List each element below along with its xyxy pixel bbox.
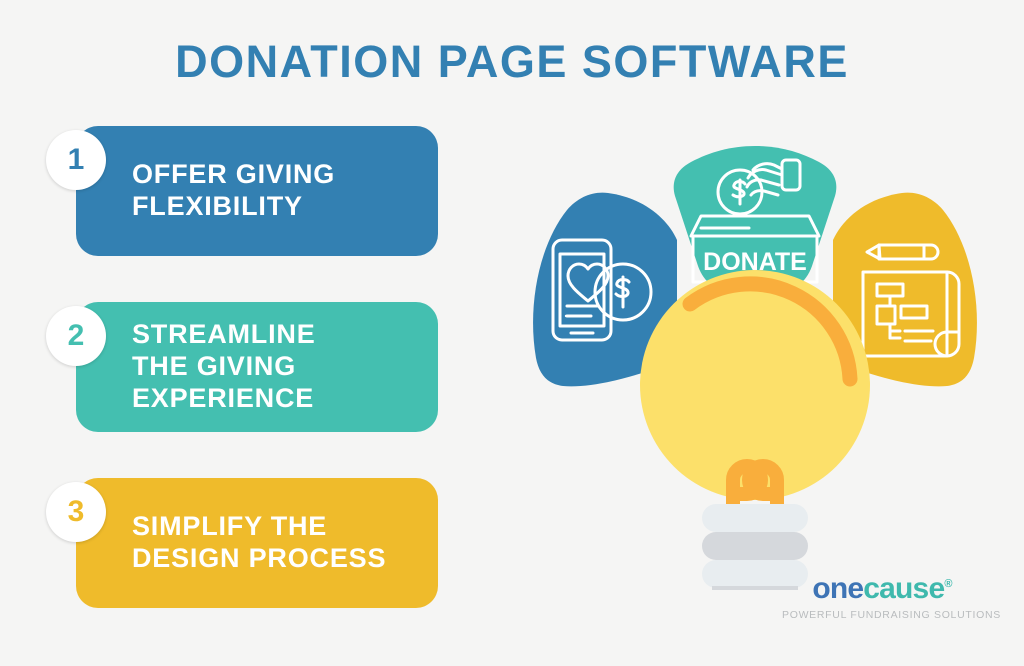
bulb-base-band-1	[702, 504, 808, 532]
step-card-2[interactable]: STREAMLINE THE GIVING EXPERIENCE	[76, 302, 438, 432]
petal-left	[533, 192, 677, 387]
petal-top: DONATE	[673, 146, 837, 292]
bulb-base-cap	[712, 586, 798, 590]
central-illustration: DONATE	[505, 120, 1005, 590]
page-title: DONATION PAGE SOFTWARE	[175, 36, 849, 87]
lightbulb-icon	[640, 270, 870, 590]
step-card-1[interactable]: OFFER GIVING FLEXIBILITY	[76, 126, 438, 256]
bulb-base-band-2	[702, 532, 808, 560]
registered-trademark-icon: ®	[944, 578, 952, 590]
step-number-2: 2	[67, 319, 85, 352]
logo-word-cause: cause	[863, 572, 945, 605]
logo-tagline: POWERFUL FUNDRAISING SOLUTIONS	[782, 609, 1001, 621]
mobile-heart-dollar-icon	[551, 238, 653, 342]
steps-list: OFFER GIVING FLEXIBILITY 1 STREAMLINE TH…	[0, 118, 460, 618]
bulb-base-band-3	[702, 560, 808, 588]
donate-box-icon: DONATE	[689, 158, 821, 284]
blueprint-pencil-icon	[861, 243, 961, 358]
step-badge-1: 1	[46, 130, 106, 190]
step-label-3: SIMPLIFY THE DESIGN PROCESS	[132, 511, 387, 573]
step-card-3[interactable]: SIMPLIFY THE DESIGN PROCESS	[76, 478, 438, 608]
logo-word-one: one	[812, 572, 864, 605]
step-badge-3: 3	[46, 482, 106, 542]
step-label-2: STREAMLINE THE GIVING EXPERIENCE	[132, 319, 316, 413]
logo-wordmark: onecause®	[782, 574, 982, 604]
brand-logo: onecause® POWERFUL FUNDRAISING SOLUTIONS	[782, 574, 1001, 622]
petal-right	[833, 192, 977, 387]
step-label-1: OFFER GIVING FLEXIBILITY	[132, 159, 336, 221]
step-number-3: 3	[67, 495, 85, 528]
step-number-1: 1	[67, 143, 85, 176]
step-badge-2: 2	[46, 306, 106, 366]
